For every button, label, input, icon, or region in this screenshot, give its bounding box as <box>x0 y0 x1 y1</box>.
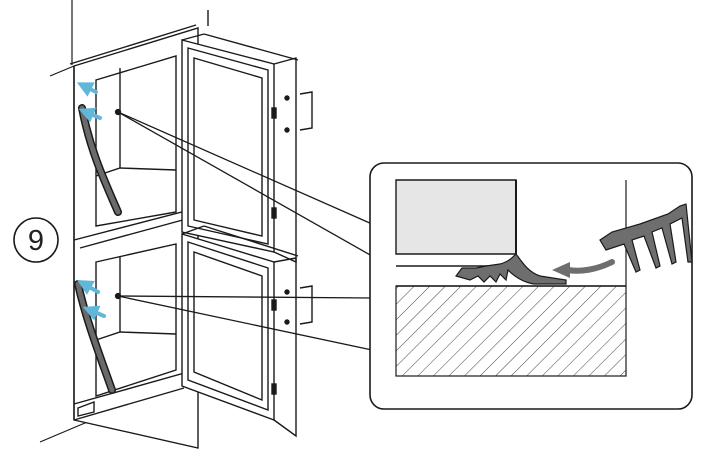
gray-insert-arrow-icon <box>552 259 615 278</box>
upper-door <box>181 33 313 264</box>
step-number: 9 <box>28 225 44 257</box>
wall-lines <box>39 0 93 443</box>
gasket-profile <box>599 203 693 273</box>
step-number-badge: 9 <box>13 217 59 263</box>
door-panel <box>395 179 517 255</box>
callout-leaders <box>114 108 373 351</box>
circled-step-number <box>13 217 59 263</box>
detail-callout-box <box>369 162 693 410</box>
hatched-cabinet-wall <box>395 285 627 377</box>
gasket-profile-installed <box>454 253 567 285</box>
lower-door <box>181 225 313 438</box>
insert-arrow-icon <box>76 82 106 321</box>
